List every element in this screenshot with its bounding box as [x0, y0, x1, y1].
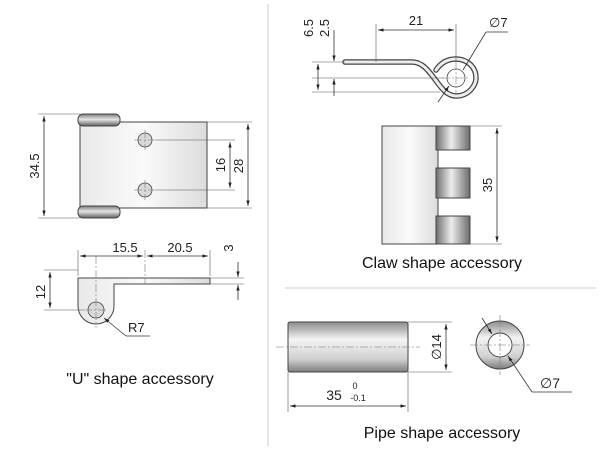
- dim-20-5: 20.5: [167, 240, 192, 255]
- claw-profile-inner: [343, 57, 478, 98]
- dim-r7: R7: [128, 320, 145, 335]
- u-shape-top-view: 34.5 16 28: [27, 113, 252, 219]
- dim-2-5: 2.5: [317, 19, 332, 37]
- pipe-shape-side-view: ∅14 35 0 -0.1: [276, 321, 452, 412]
- u-bottom-knuckle: [77, 205, 121, 219]
- dim-pipe-dia-14: ∅14: [429, 334, 444, 360]
- dim-35-height: 35: [480, 178, 495, 192]
- pipe-shape-caption: Pipe shape accessory: [364, 425, 521, 442]
- dim-3: 3: [221, 244, 236, 251]
- u-side-profile: [77, 277, 211, 325]
- claw-plate: [381, 125, 439, 245]
- dim-pipe-tol-lower: -0.1: [350, 393, 366, 403]
- dim-16: 16: [213, 158, 228, 172]
- dim-12: 12: [33, 285, 48, 299]
- claw-shape-front-view: 35: [381, 125, 502, 245]
- dim-pipe-dia-7: ∅7: [540, 375, 560, 391]
- u-top-knuckle: [77, 113, 121, 127]
- dim-28: 28: [231, 159, 246, 173]
- u-shape-caption: "U" shape accessory: [66, 371, 213, 388]
- claw-knuckle-top: [435, 125, 471, 151]
- dim-6-5: 6.5: [301, 19, 316, 37]
- dim-21: 21: [409, 13, 423, 28]
- u-shape-side-view: 15.5 20.5 3 12 R7: [33, 240, 244, 337]
- claw-shape-caption: Claw shape accessory: [362, 255, 522, 272]
- pipe-shape-end-view: ∅7: [470, 315, 572, 393]
- dim-claw-dia-7: ∅7: [489, 15, 508, 30]
- claw-shape-top-view: 6.5 2.5 21 ∅7: [301, 13, 508, 103]
- dim-34-5: 34.5: [27, 153, 42, 178]
- dim-pipe-tol-upper: 0: [352, 381, 357, 391]
- claw-knuckle-bottom: [435, 215, 471, 245]
- claw-knuckle-middle: [435, 167, 471, 199]
- dim-15-5: 15.5: [112, 240, 137, 255]
- dim-pipe-35: 35: [326, 387, 342, 403]
